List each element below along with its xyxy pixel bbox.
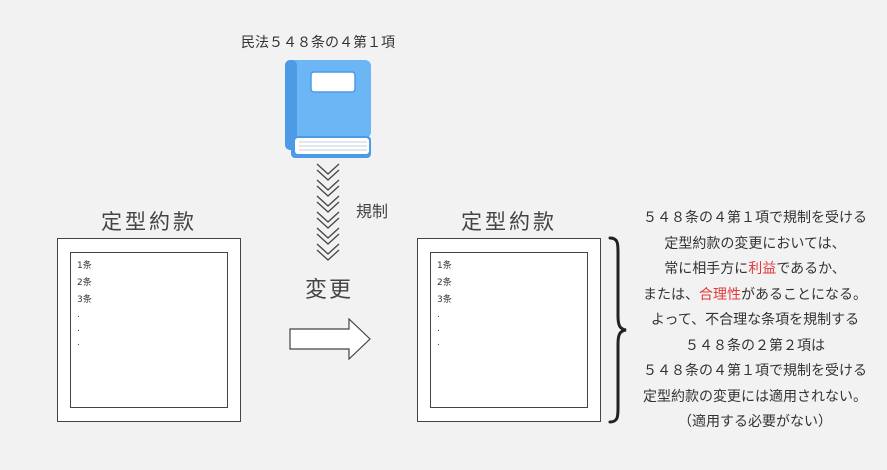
highlight-benefit: 利益 (748, 261, 777, 277)
explanation-text-span: であるか、 (776, 261, 846, 277)
right-document-content: 1条 2条 3条 . . . (430, 252, 588, 408)
explanation-text-span: があることになる。 (741, 286, 867, 303)
right-document: 1条 2条 3条 . . . (417, 238, 601, 422)
explanation-line: または、合理性があることになる。 (630, 283, 880, 309)
explanation-text: ５４８条の４第１項で規制を受ける 定型約款の変更においては、 常に相手方に利益で… (630, 206, 880, 436)
ellipsis-dot: . (77, 324, 80, 334)
change-label: 変更 (305, 278, 354, 303)
right-arrow-icon (289, 318, 371, 360)
regulation-label: 規制 (356, 202, 389, 221)
ellipsis-dot: . (437, 324, 440, 334)
article-line: 3条 (77, 295, 92, 305)
ellipsis-dot: . (437, 338, 440, 348)
explanation-line: ５４８条の４第１項で規制を受ける (643, 363, 867, 379)
right-document-title: 定型約款 (461, 210, 557, 234)
explanation-text-span: または、 (643, 286, 699, 303)
explanation-line: 常に相手方に利益であるか、 (630, 257, 880, 283)
explanation-line: 定型約款の変更においては、 (664, 235, 846, 252)
article-line: 1条 (437, 261, 452, 271)
downward-chevron-arrow-icon (316, 163, 340, 261)
left-document: 1条 2条 3条 . . . (57, 238, 241, 422)
highlight-rationality: 合理性 (699, 286, 741, 303)
explanation-line: （適用する必要がない） (678, 414, 832, 430)
explanation-line: よって、不合理な条項を規制する (650, 312, 860, 328)
article-line: 1条 (77, 261, 92, 271)
explanation-line: ５４８条の４第１項で規制を受ける (643, 210, 867, 226)
explanation-line: 定型約款の変更には適用されない。 (643, 388, 867, 405)
article-line: 2条 (77, 278, 92, 288)
ellipsis-dot: . (77, 338, 80, 348)
explanation-text-span: 常に相手方に (664, 261, 749, 277)
ellipsis-dot: . (77, 310, 80, 320)
left-document-content: 1条 2条 3条 . . . (70, 252, 228, 408)
ellipsis-dot: . (437, 310, 440, 320)
article-line: 3条 (437, 295, 452, 305)
book-icon (285, 60, 371, 158)
explanation-line: ５４８条の２第２項は (685, 337, 825, 354)
curly-brace-icon (608, 236, 627, 424)
left-document-title: 定型約款 (101, 210, 197, 234)
statute-title: 民法５４８条の４第１項 (241, 35, 395, 51)
article-line: 2条 (437, 278, 452, 288)
